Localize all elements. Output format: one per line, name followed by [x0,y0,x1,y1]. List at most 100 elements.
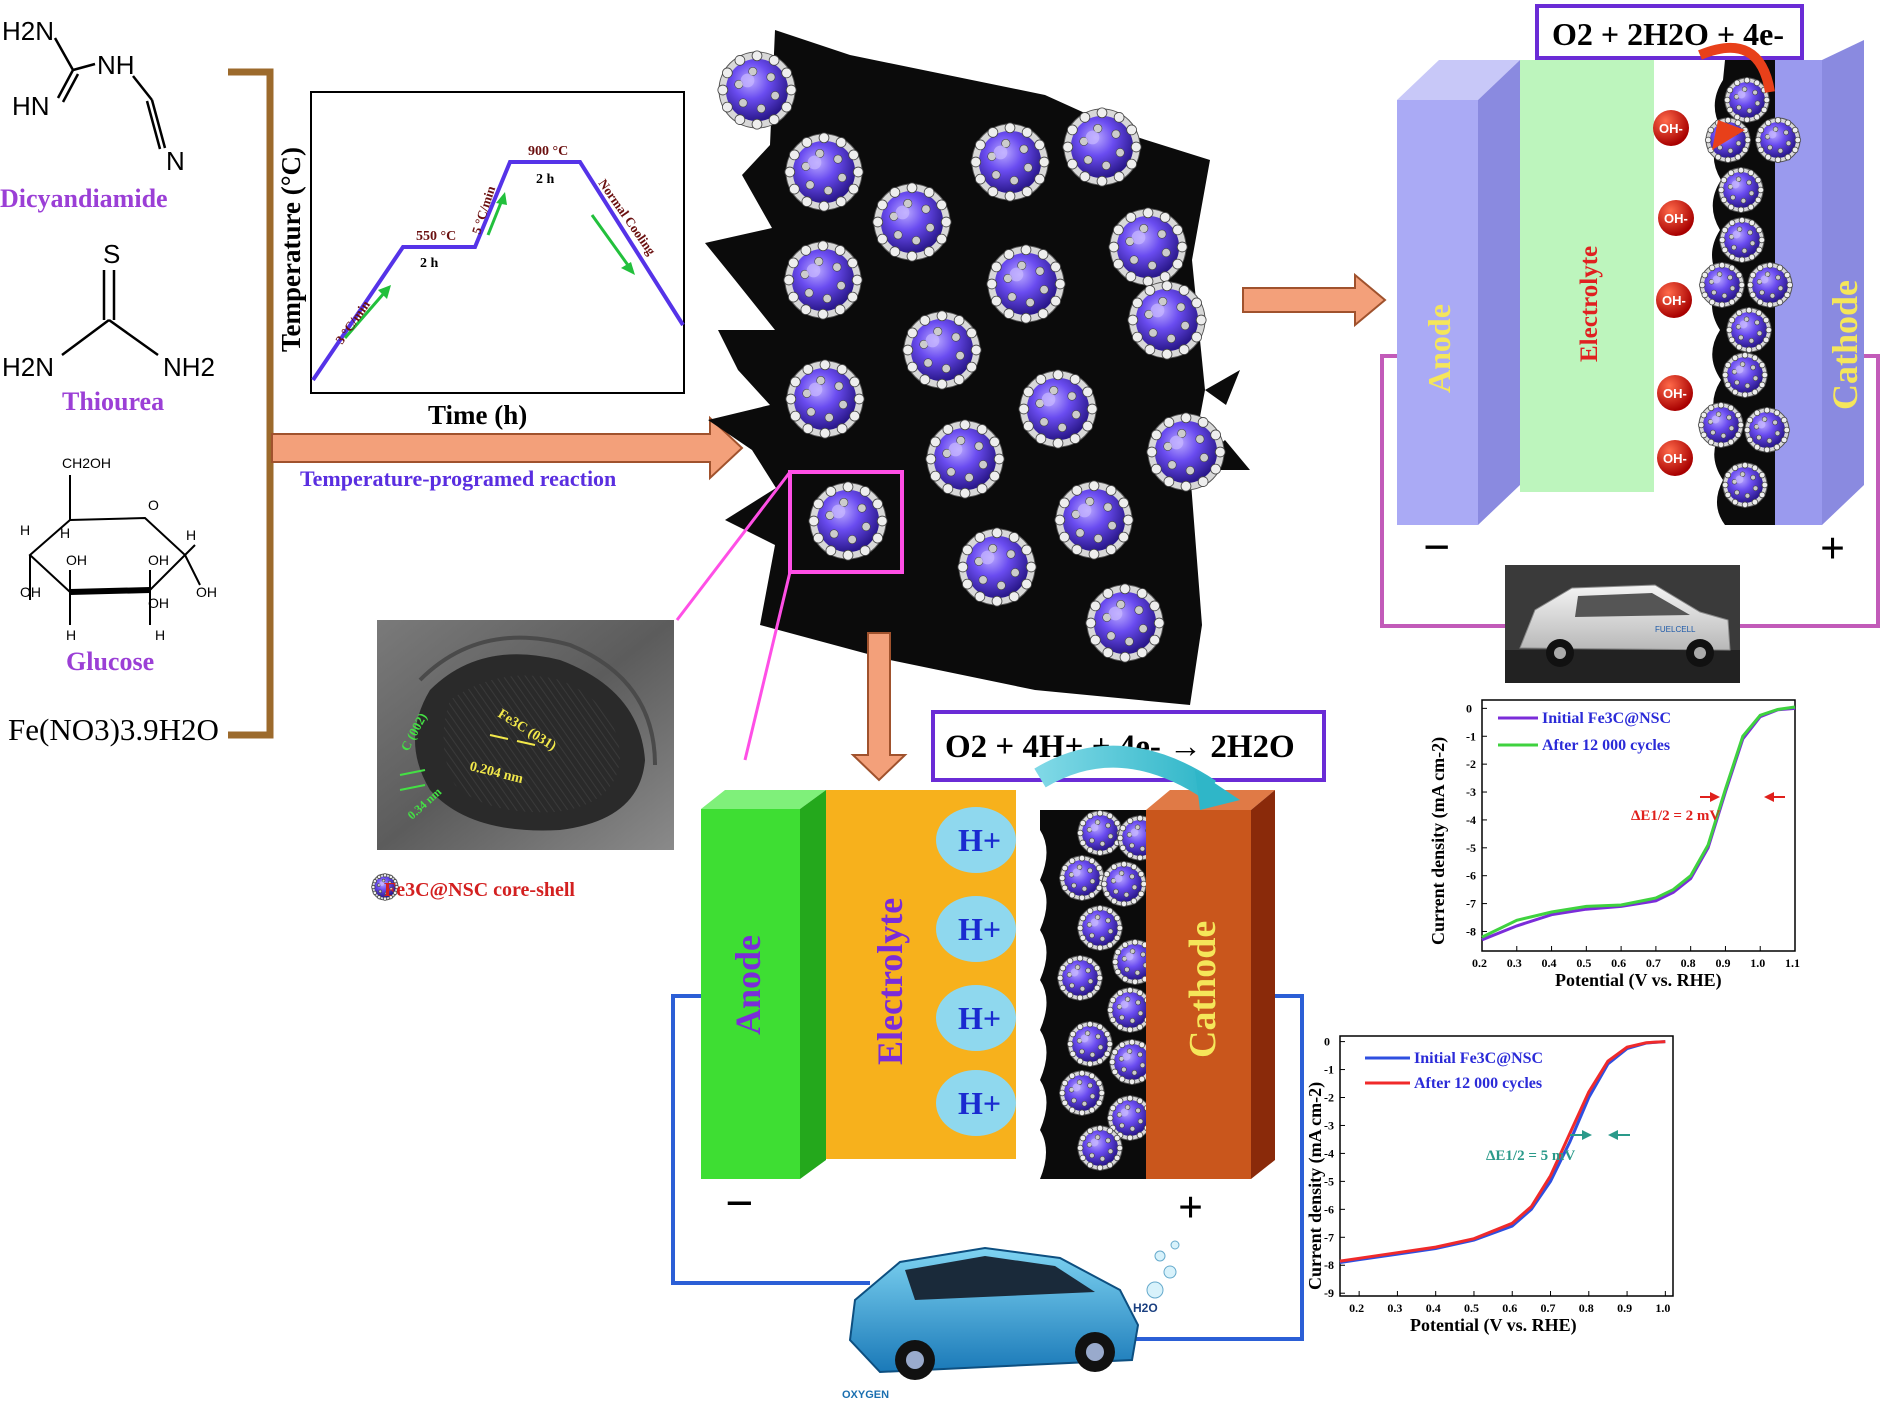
core-shell-particle [970,122,1050,202]
hold-temp-2: 900 °C [528,144,568,159]
svg-text:H+: H+ [958,822,1001,858]
core-shell-particle [1108,207,1188,287]
hydroxide-ion: OH- [1658,200,1694,236]
zoom-lines [675,471,792,761]
reaction-equation: O2 + 2H2O + 4e- [1552,16,1784,52]
synthesis-arrow [271,415,744,481]
svg-text:OH-: OH- [1663,451,1687,466]
hydroxide-ion: OH- [1656,282,1692,318]
x-tick-label: 0.5 [1576,956,1591,970]
chart-ylabel: Current density (mA cm-2) [1305,1082,1326,1290]
core-shell-particle [1066,1020,1114,1068]
arrow-to-alkaline-cell [1242,272,1387,328]
core-shell-particle [986,244,1066,324]
chart-xlabel: Potential (V vs. RHE) [1410,1315,1577,1336]
y-tick-label: 0 [1466,701,1472,715]
atom-label: H2N [2,352,54,382]
core-shell-particle [1100,860,1148,908]
chart-annotation: ΔE1/2 = 2 mV [1631,808,1720,824]
svg-text:OH-: OH- [1663,386,1687,401]
atom-label: H [20,522,30,538]
bond-lines [61,270,159,357]
core-shell-particle [1076,809,1124,857]
y-tick-label: 0 [1324,1035,1330,1049]
legend-entry-after: After 12 000 cycles [1414,1075,1542,1092]
reaction-box [1535,4,1804,60]
x-tick-label: 0.6 [1502,1301,1517,1315]
catalyst-particles [1697,76,1802,509]
y-tick-label: -4 [1324,1146,1334,1160]
core-shell-particle [957,527,1037,607]
core-shell-particle [925,419,1005,499]
temperature-program-inset: 3 °C/min 550 °C 2 h 5 °C/min 900 °C 2 h … [276,91,685,430]
y-tick-label: -3 [1324,1118,1334,1132]
reaction-label: Temperature-programed reaction [300,466,616,491]
core-shell-particle [1127,280,1207,360]
series-line-1 [1481,705,1796,939]
atom-label: OH [196,584,217,600]
bond-lines [53,37,167,150]
core-shell-particle [1018,369,1098,449]
x-tick-label: 0.8 [1579,1301,1594,1315]
precursor-glucose: CH2OH H O H OH H OH OH H OH H OH Glucose [20,455,217,676]
x-tick-label: 0.6 [1611,956,1626,970]
inset-frame [310,91,685,394]
x-tick-label: 0.9 [1617,1301,1632,1315]
core-shell-particle [371,873,399,901]
cathode-sign: + [1820,524,1845,573]
zoom-box [788,470,904,574]
hold-time-1: 2 h [420,256,439,271]
anode-plate [701,809,800,1179]
core-shell-particle [1746,261,1794,309]
chart-ylabel: Current density (mA cm-2) [1428,737,1449,945]
heating-arrow [343,291,387,339]
hold-time-2: 2 h [536,172,555,187]
atom-label: O [148,497,159,513]
x-tick-label: 0.2 [1472,956,1487,970]
external-circuit [671,994,1304,1341]
anode-sign: − [725,1175,754,1231]
precursor-name: Glucose [66,647,154,676]
x-tick-label: 0.5 [1464,1301,1479,1315]
y-tick-label: -1 [1466,729,1476,743]
atom-label: NH2 [163,352,215,382]
x-tick-label: 0.2 [1349,1301,1364,1315]
atom-label: H [155,627,165,643]
chart-xlabel: Potential (V vs. RHE) [1555,970,1722,991]
y-tick-label: -2 [1466,757,1476,771]
reaction-arrow [1034,745,1217,800]
svg-text:OH-: OH- [1664,211,1688,226]
alkaline-fuel-cell: O2 + 2H2O + 4e- Anode Electrolyte Cathod… [1380,4,1880,683]
anode-plate [1397,100,1478,525]
atom-label: H [186,527,196,543]
atom-label: CH2OH [62,455,111,471]
chart-annotation: ΔE1/2 = 5 mV [1486,1148,1575,1164]
core-shell-particle [1056,954,1104,1002]
water-label: H2O [1133,1301,1158,1315]
core-shell-particle [1058,854,1106,902]
core-shell-particle [1754,116,1802,164]
core-shell-particle [808,481,888,561]
fuel-cell-car: H2O OXYGEN [842,1240,1180,1401]
precursor-name: Dicyandiamide [0,184,168,213]
x-tick-label: 0.9 [1715,956,1730,970]
core-shell-particle [1146,412,1226,492]
x-tick-label: 0.4 [1542,956,1557,970]
atom-label: H [66,627,76,643]
x-tick-label: 1.0 [1750,956,1765,970]
proton-ion: H+ [936,896,1016,962]
sheet-particles [717,50,1226,663]
core-shell-particle [872,182,952,262]
core-shell-particle [1725,306,1773,354]
core-shell-particle [1085,583,1165,663]
oxygen-label: OXYGEN [842,1389,889,1401]
precursor-bracket [228,68,274,739]
y-tick-label: -8 [1324,1258,1334,1272]
hydroxide-ion: OH- [1657,440,1693,476]
anode-label: Anode [728,935,768,1035]
core-shell-particle [1106,986,1154,1034]
proton-ions: H+H+H+H+ [936,807,1016,1136]
